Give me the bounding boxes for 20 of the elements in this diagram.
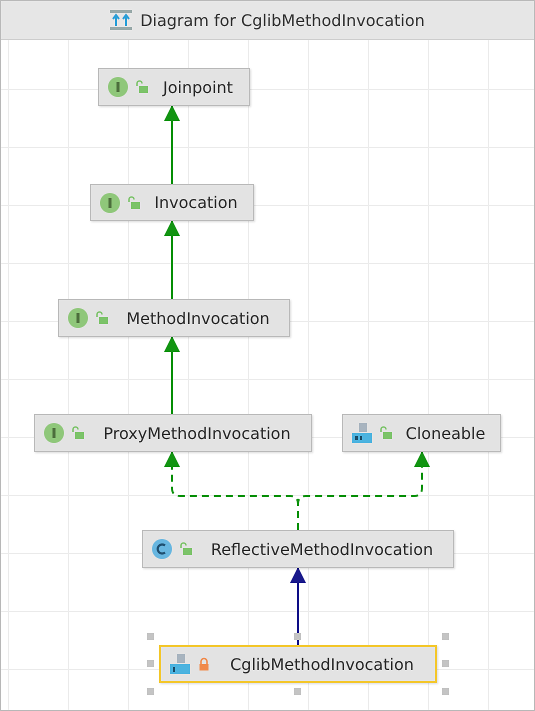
- class-box: [142, 530, 454, 568]
- class-box: [90, 184, 254, 221]
- class-box: [58, 299, 290, 337]
- class-name: Invocation: [153, 193, 239, 212]
- class-name: ProxyMethodInvocation: [102, 424, 292, 442]
- class-box: [159, 645, 437, 683]
- dashed-arrow: [297, 451, 430, 530]
- class-box: [98, 68, 250, 106]
- arrow: [164, 220, 180, 299]
- class-box: [34, 414, 312, 452]
- diagram-title: Diagram for CglibMethodInvocation: [140, 10, 425, 30]
- class-box: [342, 414, 501, 452]
- arrow: [164, 336, 180, 414]
- class-name: MethodInvocation: [125, 308, 271, 328]
- class-name: Cloneable: [404, 424, 486, 442]
- class-name: CglibMethodInvocation: [229, 654, 415, 674]
- arrow: [290, 567, 306, 645]
- arrow: [164, 105, 180, 184]
- class-name: Joinpoint: [161, 78, 234, 96]
- class-name: ReflectiveMethodInvocation: [210, 540, 434, 558]
